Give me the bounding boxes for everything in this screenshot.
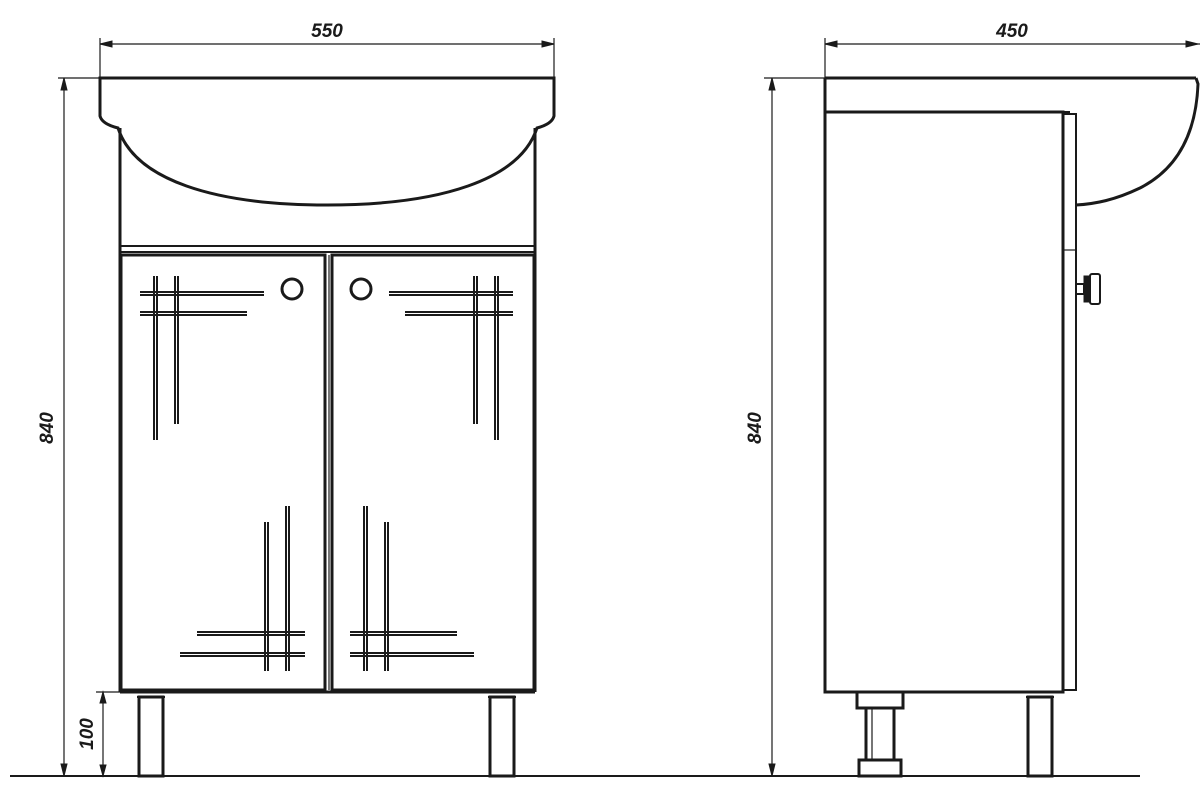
front-right-leg <box>488 695 516 778</box>
leg-height-dimension: 100 <box>77 690 120 778</box>
side-depth-label: 450 <box>995 21 1028 42</box>
side-view: 450 <box>745 21 1200 778</box>
leg-height-label: 100 <box>77 718 98 750</box>
side-knob <box>1075 273 1101 305</box>
side-cabinet <box>823 110 1077 694</box>
front-view: 550 <box>37 21 556 778</box>
side-sink <box>823 76 1200 207</box>
right-door <box>330 253 536 692</box>
left-door-knob <box>280 277 304 301</box>
front-legs <box>137 695 516 778</box>
right-door-lower-decor <box>350 506 474 671</box>
right-door-knob <box>349 277 373 301</box>
cabinet-body <box>118 128 537 694</box>
side-rear-leg <box>1026 695 1054 778</box>
front-height-label: 840 <box>37 412 58 444</box>
side-height-dimension: 840 <box>745 77 825 777</box>
left-door-upper-decor <box>140 276 264 440</box>
side-height-label: 840 <box>745 412 766 444</box>
front-width-dimension: 550 <box>99 21 555 78</box>
front-width-label: 550 <box>311 21 343 42</box>
right-door-upper-decor <box>389 276 513 440</box>
sink-basin <box>98 76 556 207</box>
left-door <box>119 253 330 692</box>
side-depth-dimension: 450 <box>824 21 1200 78</box>
side-siphon-leg <box>855 690 905 778</box>
left-door-lower-decor <box>180 506 305 671</box>
front-height-dimension: 840 <box>37 77 100 777</box>
side-door-edge <box>1062 113 1077 691</box>
front-left-leg <box>137 695 165 778</box>
